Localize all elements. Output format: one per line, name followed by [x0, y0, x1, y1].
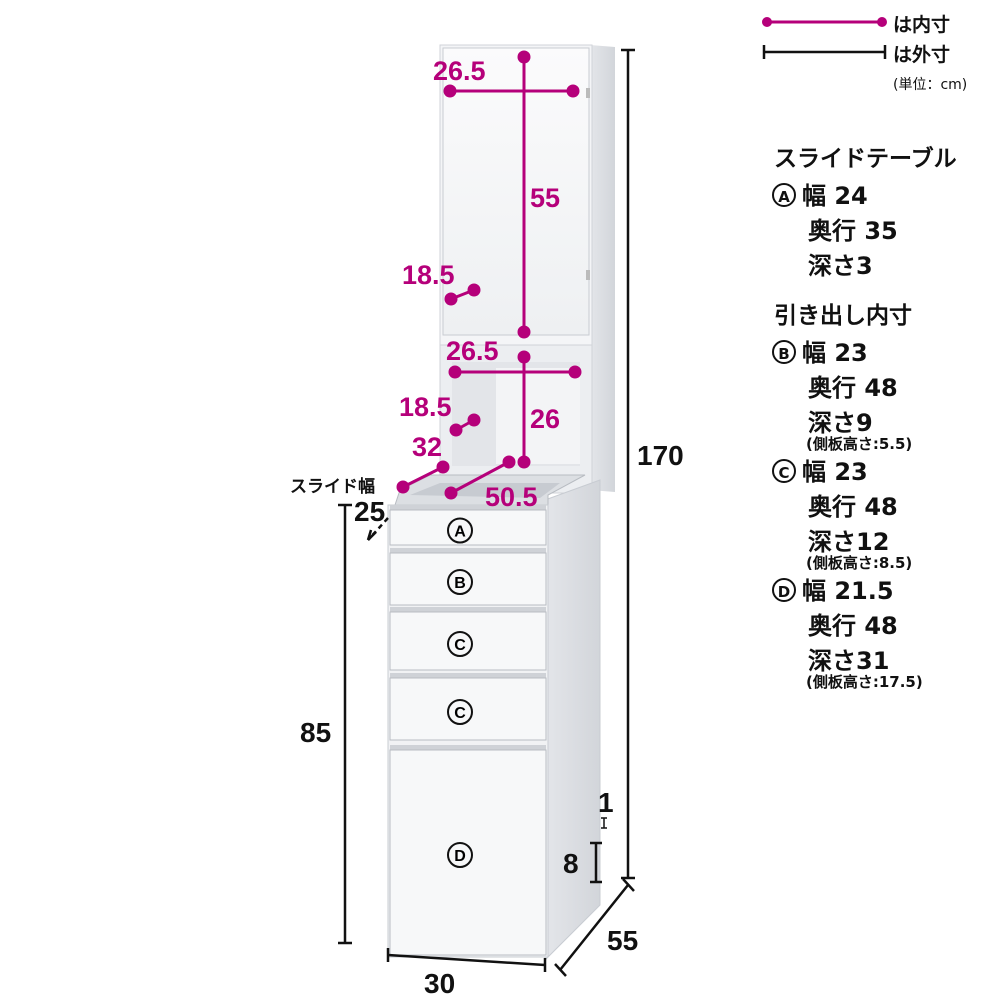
marker-icon: B — [772, 340, 796, 364]
drawer-marker-label: C — [454, 637, 466, 654]
inner-dimension-lines — [396, 50, 582, 500]
spec-note: (側板高さ:17.5) — [806, 673, 923, 691]
spec-width-value: 幅 24 — [802, 182, 868, 210]
drawer-c[interactable]: C — [389, 673, 547, 741]
spec-deep: 深さ31 — [808, 647, 890, 675]
slide-width-value: 25 — [354, 496, 385, 527]
drawer-marker-label: C — [454, 705, 466, 722]
lower-cabinet: A B C C D — [387, 474, 601, 962]
marker-icon: C — [772, 459, 796, 483]
niche-width-label: 26.5 — [446, 336, 499, 366]
spec-depth: 奥行 48 — [808, 493, 898, 521]
niche-height-label: 26 — [530, 404, 560, 434]
drawer-marker-icon — [447, 517, 473, 544]
top-width-label: 26.5 — [433, 56, 486, 86]
outer-dimension-lines — [338, 48, 635, 977]
gap-label: 1 — [598, 787, 614, 818]
spec-depth: 奥行 35 — [808, 217, 898, 245]
marker-icon: D — [772, 578, 796, 602]
slide-width-caption: スライド幅 — [290, 476, 375, 496]
depth-label: 55 — [607, 925, 638, 956]
drawer-marker-label: B — [454, 575, 466, 592]
drawer-c[interactable]: C — [389, 607, 547, 671]
spec-heading: スライドテーブル — [774, 146, 957, 172]
spec-deep: 深さ3 — [808, 252, 873, 280]
marker-icon: A — [772, 183, 796, 207]
top-height-label: 55 — [530, 183, 560, 213]
drawer-a[interactable]: A — [389, 505, 547, 546]
upper-door — [442, 47, 590, 336]
drawer-marker-icon — [447, 569, 473, 595]
spec-depth: 奥行 48 — [808, 374, 898, 402]
spec-deep: 深さ9 — [808, 409, 873, 437]
legend-outer-swatch — [762, 45, 887, 59]
legend-inner-swatch — [762, 17, 887, 27]
spec-width-value: 幅 21.5 — [802, 577, 894, 605]
spec-deep: 深さ12 — [808, 528, 890, 556]
drawer-d[interactable]: D — [389, 745, 547, 956]
drawer-marker-label: D — [454, 848, 466, 865]
total-height-label: 170 — [637, 440, 684, 471]
drawer-marker-icon — [447, 631, 473, 657]
spec-width-value: 幅 23 — [802, 339, 868, 367]
plinth-label: 8 — [563, 848, 579, 879]
slide-inner-width-label: 50.5 — [485, 482, 538, 512]
drawer-marker-icon — [447, 842, 473, 868]
slide-depth-label: 32 — [412, 432, 442, 462]
upper-cabinet — [439, 44, 615, 494]
spec-note: (側板高さ:8.5) — [806, 554, 913, 572]
spec-heading: 引き出し内寸 — [774, 303, 912, 329]
legend-outer-label: は外寸 — [893, 44, 951, 66]
drawer-marker-label: A — [454, 524, 466, 541]
spec-width-value: 幅 23 — [802, 458, 868, 486]
unit-label: (単位：cm) — [893, 77, 968, 93]
top-depth-label: 18.5 — [402, 260, 455, 290]
drawer-b[interactable]: B — [389, 548, 547, 606]
spec-depth: 奥行 48 — [808, 612, 898, 640]
width-label: 30 — [424, 968, 455, 999]
niche-depth-label: 18.5 — [399, 392, 452, 422]
spec-note: (側板高さ:5.5) — [806, 435, 913, 453]
drawer-marker-icon — [447, 699, 473, 725]
lower-height-label: 85 — [300, 717, 331, 748]
legend-inner-label: は内寸 — [893, 14, 951, 36]
